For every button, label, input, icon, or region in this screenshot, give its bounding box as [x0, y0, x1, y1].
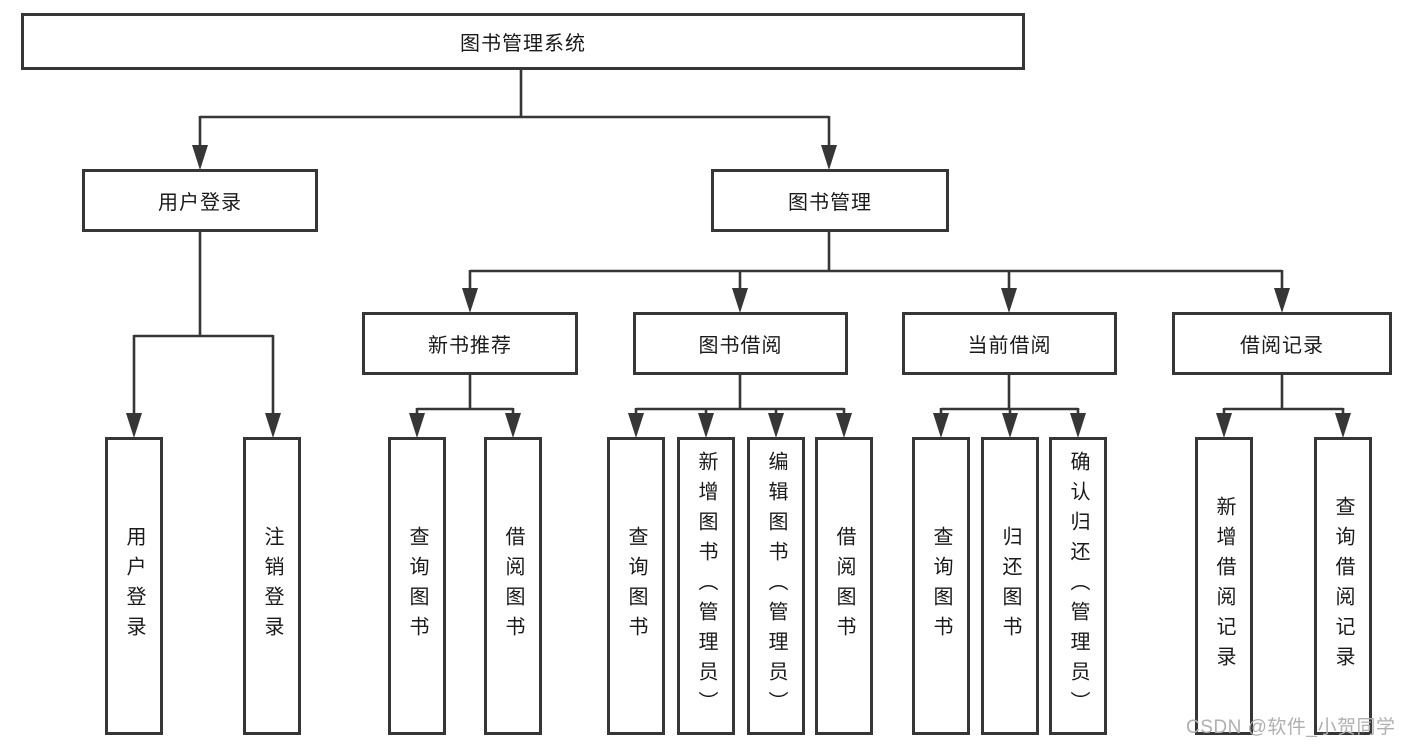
leaf-add-books-admin-label: 新增图书（管理员） — [695, 451, 717, 721]
node-user-login: 用户登录 — [82, 169, 318, 232]
connector-borrowing-to-leaves — [628, 374, 852, 438]
leaf-query-borrow-record-label: 查询借阅记录 — [1332, 496, 1354, 676]
node-root-label: 图书管理系统 — [460, 33, 586, 55]
leaf-confirm-return-admin-label: 确认归还（管理员） — [1067, 451, 1089, 721]
leaf-logout: 注销登录 — [243, 437, 301, 735]
connector-current-borrowing-to-leaves — [933, 374, 1086, 438]
leaf-edit-books-admin-label: 编辑图书（管理员） — [765, 451, 787, 721]
leaf-edit-books-admin: 编辑图书（管理员） — [747, 437, 805, 735]
leaf-logout-label: 注销登录 — [261, 526, 283, 646]
node-borrowing-records: 借阅记录 — [1172, 312, 1392, 375]
connector-records-to-leaves — [1216, 374, 1351, 438]
node-current-borrowing: 当前借阅 — [902, 312, 1117, 375]
leaf-return-books: 归还图书 — [981, 437, 1039, 735]
leaf-confirm-return-admin: 确认归还（管理员） — [1049, 437, 1107, 735]
leaf-add-borrow-record-label: 新增借阅记录 — [1213, 496, 1235, 676]
node-book-borrowing: 图书借阅 — [633, 312, 848, 375]
node-book-management: 图书管理 — [711, 169, 949, 232]
leaf-add-borrow-record: 新增借阅记录 — [1195, 437, 1253, 735]
leaf-borrow-books-borrowing-label: 借阅图书 — [833, 526, 855, 646]
node-root-library-management-system: 图书管理系统 — [21, 13, 1025, 70]
leaf-query-books-current-label: 查询图书 — [930, 526, 952, 646]
leaf-user-login-label: 用户登录 — [123, 526, 145, 646]
leaf-query-books-borrowing-label: 查询图书 — [625, 526, 647, 646]
leaf-query-borrow-record: 查询借阅记录 — [1314, 437, 1372, 735]
node-borrowing-records-label: 借阅记录 — [1240, 335, 1324, 357]
leaf-borrow-books-borrowing: 借阅图书 — [815, 437, 873, 735]
leaf-query-books-current: 查询图书 — [912, 437, 970, 735]
leaf-add-books-admin: 新增图书（管理员） — [677, 437, 735, 735]
node-new-book-recommendation: 新书推荐 — [362, 312, 578, 375]
node-book-borrowing-label: 图书借阅 — [698, 335, 783, 357]
node-user-login-label: 用户登录 — [158, 192, 242, 214]
leaf-user-login: 用户登录 — [105, 437, 163, 735]
leaf-query-books-recommend: 查询图书 — [388, 437, 446, 735]
node-new-book-recommendation-label: 新书推荐 — [428, 335, 512, 357]
connector-root-to-level2 — [192, 70, 837, 170]
leaf-return-books-label: 归还图书 — [999, 526, 1021, 646]
leaf-borrow-books-recommend: 借阅图书 — [484, 437, 542, 735]
leaf-borrow-books-recommend-label: 借阅图书 — [502, 526, 524, 646]
node-book-management-label: 图书管理 — [788, 192, 872, 214]
connector-user-login-to-leaves — [126, 232, 281, 438]
connector-book-management-to-level3 — [462, 230, 1290, 313]
connector-recommendation-to-leaves — [409, 374, 521, 438]
node-current-borrowing-label: 当前借阅 — [967, 335, 1052, 357]
leaf-query-books-borrowing: 查询图书 — [607, 437, 665, 735]
leaf-query-books-recommend-label: 查询图书 — [406, 526, 428, 646]
